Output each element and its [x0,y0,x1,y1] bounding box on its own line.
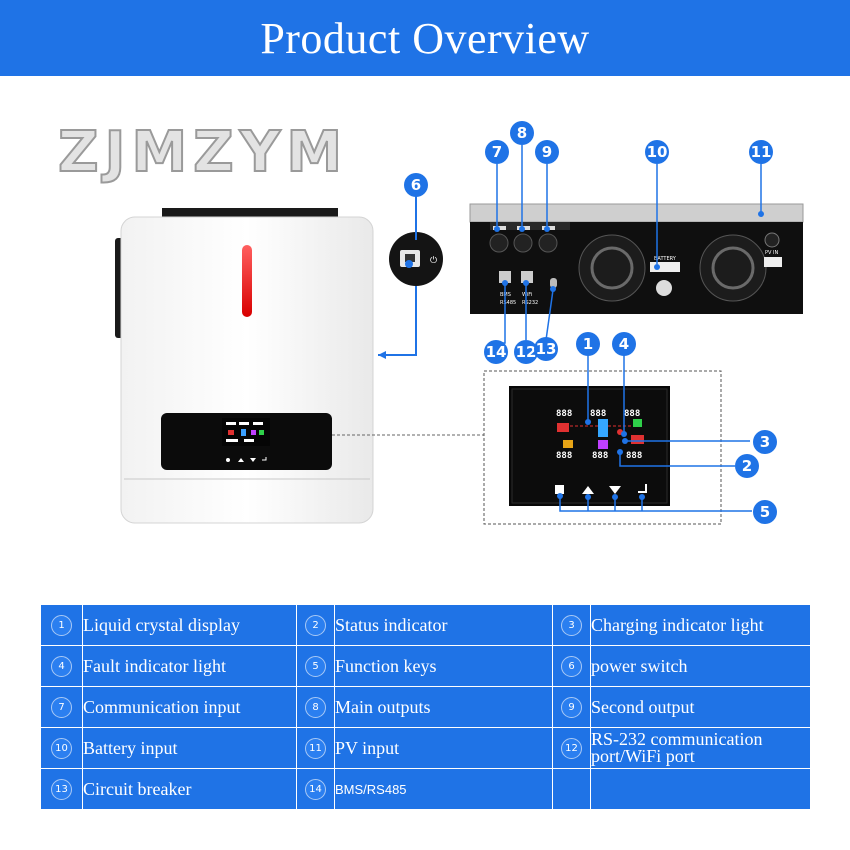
svg-text:6: 6 [411,176,421,194]
callout-14: 14 [484,340,508,364]
item-number: 9 [561,696,582,718]
lcd-zoom-panel: 888 888 888 888 888 888 [483,370,722,525]
item-number: 10 [51,737,72,759]
red-indicator-strip [242,245,252,317]
empty-cell [552,768,591,810]
svg-text:11: 11 [751,143,772,161]
item-number: 1 [51,614,72,636]
item-number: 13 [51,778,72,800]
item-label: Status indicator [334,604,553,646]
item-number: 14 [305,778,326,800]
generator-icon [563,440,573,448]
lcd-digit-group: 888 [590,409,606,419]
callout-7: 7 [485,140,509,164]
battery-port-label: BATTERY [654,256,677,262]
callout-4: 4 [612,332,636,356]
callout-12: 12 [514,340,538,364]
callout-10: 10 [645,140,669,164]
inverter-front-view [115,208,374,524]
table-row: 13 Circuit breaker 14 BMS/RS485 [40,768,811,810]
item-number: 3 [561,614,582,636]
load-icon [631,435,644,444]
item-number: 8 [305,696,326,718]
lcd-digit-group: 888 [624,409,640,419]
up-key-icon [582,486,594,494]
item-label: Communication input [82,686,297,728]
page-title: Product Overview [260,13,590,63]
svg-text:7: 7 [492,143,502,161]
item-number: 4 [51,655,72,677]
item-label: Charging indicator light [590,604,811,646]
item-number: 11 [305,737,326,759]
battery-level-icon [598,440,608,449]
menu-key-icon [555,485,564,494]
item-number: 5 [305,655,326,677]
rs485-port-label: RS485 [500,300,516,306]
table-row: 10 Battery input 11 PV input 12 RS-232 c… [40,727,811,769]
item-label: BMS/RS485 [334,768,553,810]
svg-text:12: 12 [516,343,537,361]
svg-text:14: 14 [486,343,507,361]
rs232-port-label: RS232 [522,300,538,306]
enter-key-icon [638,484,647,493]
feature-table: 1 Liquid crystal display 2 Status indica… [40,604,811,810]
lcd-digit-group: 888 [626,451,642,461]
table-row: 7 Communication input 8 Main outputs 9 S… [40,686,811,728]
power-switch-inset: ⏻ [378,196,443,359]
title-banner: Product Overview [0,0,850,76]
callout-1: 1 [576,332,600,356]
svg-text:1: 1 [583,335,593,353]
wifi-port-label: WiFi [522,292,532,298]
item-label: Main outputs [334,686,553,728]
item-number: 7 [51,696,72,718]
table-row: 4 Fault indicator light 5 Function keys … [40,645,811,687]
svg-text:5: 5 [760,503,770,521]
svg-text:3: 3 [760,433,770,451]
svg-text:13: 13 [536,340,557,358]
pv-port-label: PV IN [765,250,778,256]
callout-6: 6 [404,173,428,197]
power-icon: ⏻ [430,255,437,266]
empty-cell [590,768,811,810]
item-number: 2 [305,614,326,636]
lcd-digit-group: 888 [556,451,572,461]
down-key-icon [609,486,621,494]
solar-icon [633,419,642,427]
item-number: 12 [561,737,582,759]
callout-9: 9 [535,140,559,164]
svg-text:2: 2 [742,457,752,475]
svg-text:4: 4 [619,335,629,353]
item-label: PV input [334,727,553,769]
grid-tower-icon [557,423,569,432]
callout-2: 2 [735,454,759,478]
item-label: Fault indicator light [82,645,297,687]
product-figure: ⏻ BMS WiFi RS485 RS232 BATTERY PV IN [115,121,804,525]
item-label: RS-232 communication port/WiFi port [590,727,811,769]
table-row: 1 Liquid crystal display 2 Status indica… [40,604,811,646]
inverter-bottom-view: BMS WiFi RS485 RS232 BATTERY PV IN [469,203,804,314]
svg-text:8: 8 [517,124,527,142]
item-label: Function keys [334,645,553,687]
callout-5: 5 [753,500,777,524]
item-label: Liquid crystal display [82,604,297,646]
brand-watermark: ZJMZYM [57,119,349,186]
item-label: Battery input [82,727,297,769]
callout-13: 13 [534,337,558,361]
svg-text:10: 10 [647,143,668,161]
callout-11: 11 [749,140,773,164]
callout-8: 8 [510,121,534,145]
item-number: 6 [561,655,582,677]
lcd-digit-group: 888 [556,409,572,419]
callout-3: 3 [753,430,777,454]
inverter-status-icon [598,419,608,437]
lcd-digit-group: 888 [592,451,608,461]
item-label: power switch [590,645,811,687]
item-label: Circuit breaker [82,768,297,810]
item-label: Second output [590,686,811,728]
svg-text:9: 9 [542,143,552,161]
